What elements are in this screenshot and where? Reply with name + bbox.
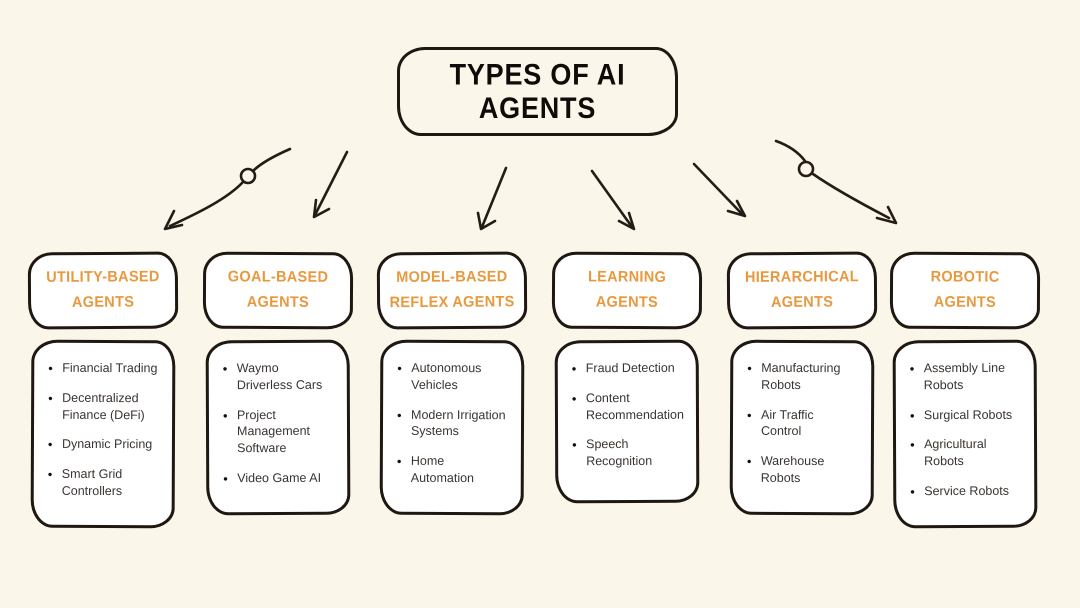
category-heading: HIERARCHICAL AGENTS [744, 268, 859, 311]
category-box-model-based: MODEL-BASED REFLEX AGENTS [376, 251, 528, 330]
column-model-based: MODEL-BASED REFLEX AGENTS Autonomous Veh… [376, 251, 528, 515]
arrow-to-utility-based-icon [163, 147, 292, 231]
diagram-title: TYPES OF AI AGENTS [449, 58, 626, 124]
list-item: Home Automation [397, 453, 513, 487]
list-item: Fraud Detection [572, 360, 688, 377]
example-list: Fraud DetectionContent RecommendationSpe… [572, 360, 688, 470]
arrow-to-learning-icon [590, 169, 636, 231]
arrow-to-goal-based-icon [312, 150, 349, 219]
category-box-robotic: ROBOTIC AGENTS [889, 251, 1041, 330]
detail-box-goal-based: Waymo Driverless CarsProject Management … [205, 339, 351, 515]
list-item: Dynamic Pricing [48, 436, 164, 453]
detail-box-utility-based: Financial TradingDecentralized Finance (… [30, 339, 176, 528]
list-item: Warehouse Robots [747, 453, 863, 487]
list-item: Modern Irrigation Systems [397, 406, 513, 440]
list-item: Assembly Line Robots [910, 360, 1026, 394]
column-goal-based: GOAL-BASED AGENTS Waymo Driverless CarsP… [202, 251, 354, 515]
column-robotic: ROBOTIC AGENTS Assembly Line RobotsSurgi… [889, 251, 1041, 528]
title-box: TYPES OF AI AGENTS [397, 47, 678, 136]
column-learning: LEARNING AGENTS Fraud DetectionContent R… [551, 251, 703, 504]
example-list: Waymo Driverless CarsProject Management … [223, 360, 340, 487]
detail-box-learning: Fraud DetectionContent RecommendationSpe… [554, 339, 700, 504]
list-item: Surgical Robots [910, 406, 1026, 423]
category-heading: LEARNING AGENTS [587, 268, 667, 311]
detail-box-model-based: Autonomous VehiclesModern Irrigation Sys… [379, 339, 525, 515]
category-heading: GOAL-BASED AGENTS [227, 268, 329, 311]
list-item: Speech Recognition [572, 436, 688, 470]
list-item: Manufacturing Robots [747, 360, 863, 394]
list-item: Autonomous Vehicles [397, 360, 513, 394]
list-item: Project Management Software [223, 406, 339, 457]
example-list: Financial TradingDecentralized Finance (… [48, 360, 165, 500]
example-list: Manufacturing RobotsAir Traffic ControlW… [747, 360, 864, 487]
list-item: Decentralized Finance (DeFi) [48, 390, 164, 424]
detail-box-robotic: Assembly Line RobotsSurgical RobotsAgric… [892, 339, 1038, 528]
list-item: Smart Grid Controllers [48, 466, 164, 500]
list-item: Agricultural Robots [910, 436, 1026, 470]
arrow-to-hierarchical-icon [692, 162, 747, 218]
list-item: Service Robots [910, 482, 1026, 499]
category-box-goal-based: GOAL-BASED AGENTS [202, 251, 354, 330]
category-box-hierarchical: HIERARCHICAL AGENTS [726, 251, 878, 330]
list-item: Waymo Driverless Cars [223, 360, 339, 394]
list-item: Content Recommendation [572, 389, 688, 423]
category-heading: UTILITY-BASED AGENTS [46, 268, 160, 311]
list-item: Video Game AI [223, 469, 339, 486]
column-hierarchical: HIERARCHICAL AGENTS Manufacturing Robots… [726, 251, 878, 515]
category-box-learning: LEARNING AGENTS [551, 251, 703, 330]
category-box-utility-based: UTILITY-BASED AGENTS [27, 251, 179, 330]
arrow-to-model-based-icon [476, 166, 508, 231]
example-list: Assembly Line RobotsSurgical RobotsAgric… [910, 360, 1027, 500]
list-item: Air Traffic Control [747, 406, 863, 440]
example-list: Autonomous VehiclesModern Irrigation Sys… [397, 360, 514, 487]
column-utility-based: UTILITY-BASED AGENTS Financial TradingDe… [27, 251, 179, 528]
category-heading: MODEL-BASED REFLEX AGENTS [389, 268, 515, 311]
list-item: Financial Trading [48, 360, 164, 377]
detail-box-hierarchical: Manufacturing RobotsAir Traffic ControlW… [729, 339, 875, 515]
arrow-to-robotic-icon [774, 139, 898, 225]
category-heading: ROBOTIC AGENTS [930, 268, 1000, 311]
